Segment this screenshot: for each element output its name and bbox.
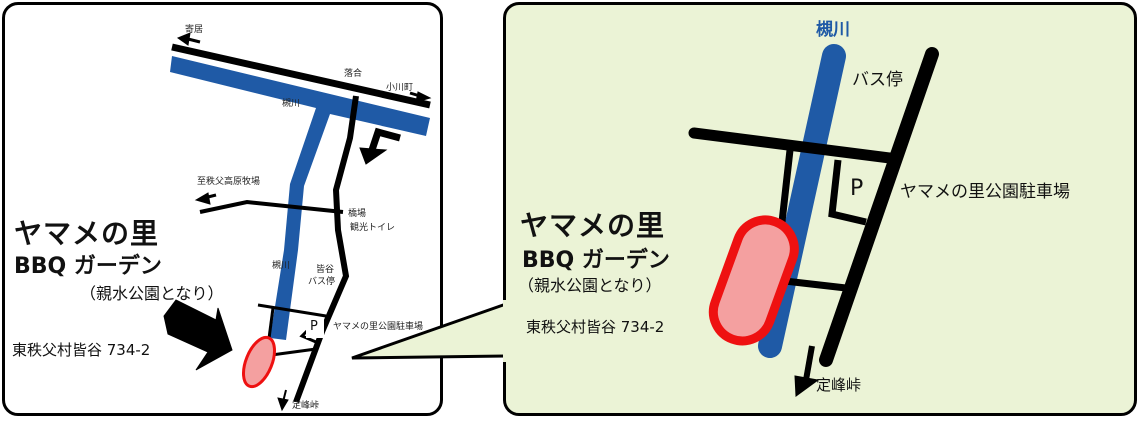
- label-parking: ヤマメの里公園駐車場: [333, 322, 424, 332]
- detail-label-river: 槻川: [816, 20, 850, 40]
- overview-title-line2: BBQ ガーデン: [14, 254, 162, 279]
- label-bus-stop: バス停: [308, 277, 336, 287]
- detail-label-bus-stop: バス停: [852, 70, 903, 90]
- overview-arrows: [163, 32, 432, 412]
- detail-label-sadamine: 定峰峠: [816, 376, 862, 394]
- label-kaiya: 皆谷: [316, 265, 335, 275]
- label-sadamine: 定峰峠: [292, 401, 320, 411]
- detail-title-line1: ヤマメの里: [520, 209, 666, 242]
- detail-title-line2: BBQ ガーデン: [522, 248, 670, 273]
- label-parking-p: P: [310, 319, 318, 334]
- detail-title-line3: （親水公園となり）: [518, 276, 662, 295]
- overview-address: 東秩父村皆谷 734-2: [12, 341, 151, 359]
- label-ochiai: 落合: [344, 69, 363, 79]
- label-ogawamachi: 小川町: [386, 83, 414, 93]
- detail-address: 東秩父村皆谷 734-2: [526, 318, 665, 336]
- detail-arrow-down: [794, 345, 820, 397]
- detail-site-marker: [708, 215, 799, 346]
- label-to-ranch: 至秩父高原牧場: [197, 177, 261, 187]
- label-hashiba: 橋場: [348, 209, 367, 219]
- overview-title-line1: ヤマメの里: [14, 217, 160, 250]
- big-pointer-arrow: [163, 299, 233, 371]
- overview-title-line3: （親水公園となり）: [80, 284, 224, 303]
- detail-label-parking-p: P: [850, 176, 864, 201]
- overview-river: [170, 56, 430, 340]
- label-river-top: 槻川: [282, 99, 301, 109]
- label-yorii: 寄居: [185, 25, 204, 35]
- label-toilet: 観光トイレ: [350, 223, 396, 233]
- overview-site-marker: [242, 335, 276, 389]
- label-river-mid: 槻川: [272, 261, 291, 271]
- detail-label-parking: ヤマメの里公園駐車場: [900, 182, 1070, 202]
